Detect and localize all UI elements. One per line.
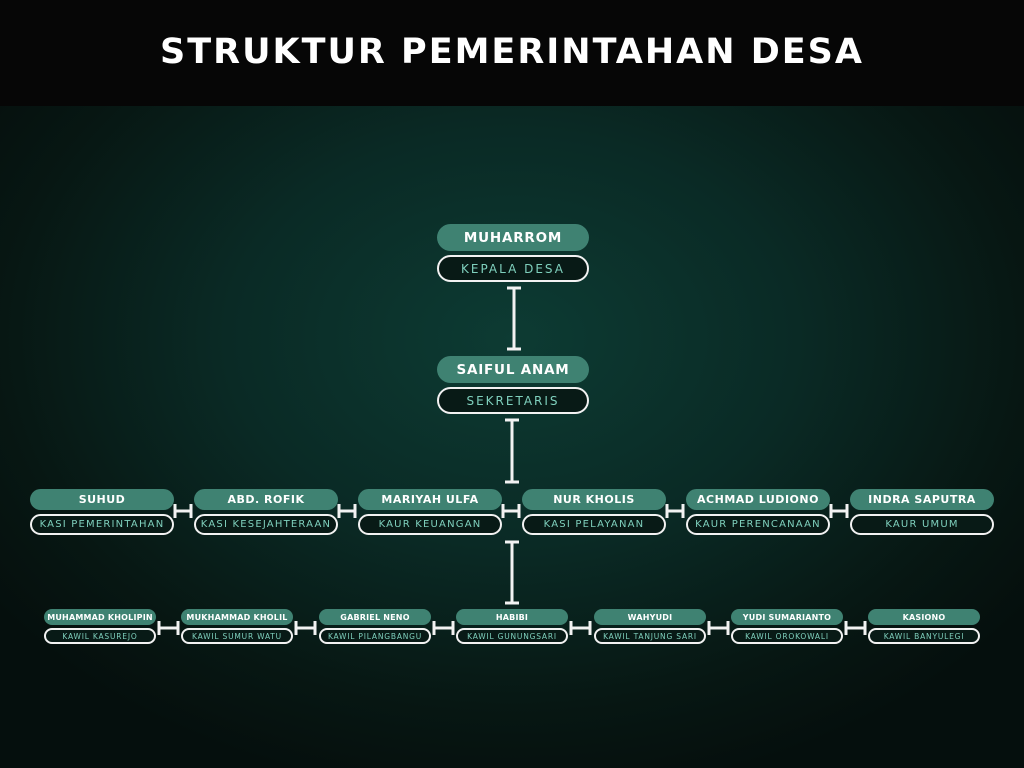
page-title: STRUKTUR PEMERINTAHAN DESA	[160, 32, 864, 72]
node-sekretaris: SAIFUL ANAM SEKRETARIS	[437, 356, 589, 414]
kawil-role: KAWIL OROKOWALI	[731, 628, 843, 644]
staff-name: MARIYAH ULFA	[358, 489, 502, 510]
kawil-role: KAWIL BANYULEGI	[868, 628, 980, 644]
connector-kepala-sekretaris	[507, 286, 521, 351]
staff-role: KAUR KEUANGAN	[358, 514, 502, 535]
node-kawil: KASIONO KAWIL BANYULEGI	[868, 609, 980, 644]
staff-role: KASI PELAYANAN	[522, 514, 666, 535]
node-staff: SUHUD KASI PEMERINTAHAN	[30, 489, 174, 535]
node-staff: NUR KHOLIS KASI PELAYANAN	[522, 489, 666, 535]
staff-role: KASI PEMERINTAHAN	[30, 514, 174, 535]
staff-name: ACHMAD LUDIONO	[686, 489, 830, 510]
node-kawil: WAHYUDI KAWIL TANJUNG SARI	[594, 609, 706, 644]
kawil-name: HABIBI	[456, 609, 568, 625]
node-staff: MARIYAH ULFA KAUR KEUANGAN	[358, 489, 502, 535]
kepala-role: KEPALA DESA	[437, 255, 589, 282]
node-staff: ABD. ROFIK KASI KESEJAHTERAAN	[194, 489, 338, 535]
staff-role: KASI KESEJAHTERAAN	[194, 514, 338, 535]
connector-staff-kawil	[505, 540, 519, 605]
kawil-name: MUHAMMAD KHOLIPIN	[44, 609, 156, 625]
staff-name: ABD. ROFIK	[194, 489, 338, 510]
kawil-name: KASIONO	[868, 609, 980, 625]
node-kawil: YUDI SUMARIANTO KAWIL OROKOWALI	[731, 609, 843, 644]
staff-role: KAUR UMUM	[850, 514, 994, 535]
node-kawil: MUKHAMMAD KHOLIL KAWIL SUMUR WATU	[181, 609, 293, 644]
node-kepala-desa: MUHARROM KEPALA DESA	[437, 224, 589, 282]
staff-role: KAUR PERENCANAAN	[686, 514, 830, 535]
kawil-name: MUKHAMMAD KHOLIL	[181, 609, 293, 625]
staff-name: SUHUD	[30, 489, 174, 510]
node-staff: ACHMAD LUDIONO KAUR PERENCANAAN	[686, 489, 830, 535]
staff-name: INDRA SAPUTRA	[850, 489, 994, 510]
connector-kawil-row	[157, 621, 867, 635]
node-kawil: GABRIEL NENO KAWIL PILANGBANGU	[319, 609, 431, 644]
staff-name: NUR KHOLIS	[522, 489, 666, 510]
kawil-name: WAHYUDI	[594, 609, 706, 625]
kawil-role: KAWIL SUMUR WATU	[181, 628, 293, 644]
connector-sekretaris-staff	[505, 418, 519, 484]
kawil-role: KAWIL KASUREJO	[44, 628, 156, 644]
kepala-name: MUHARROM	[437, 224, 589, 251]
kawil-role: KAWIL GUNUNGSARI	[456, 628, 568, 644]
node-kawil: MUHAMMAD KHOLIPIN KAWIL KASUREJO	[44, 609, 156, 644]
kawil-role: KAWIL PILANGBANGU	[319, 628, 431, 644]
node-kawil: HABIBI KAWIL GUNUNGSARI	[456, 609, 568, 644]
connector-staff-row	[173, 504, 849, 518]
kawil-role: KAWIL TANJUNG SARI	[594, 628, 706, 644]
node-staff: INDRA SAPUTRA KAUR UMUM	[850, 489, 994, 535]
sekretaris-name: SAIFUL ANAM	[437, 356, 589, 383]
header-bar: STRUKTUR PEMERINTAHAN DESA	[0, 0, 1024, 106]
kawil-name: GABRIEL NENO	[319, 609, 431, 625]
kawil-name: YUDI SUMARIANTO	[731, 609, 843, 625]
sekretaris-role: SEKRETARIS	[437, 387, 589, 414]
